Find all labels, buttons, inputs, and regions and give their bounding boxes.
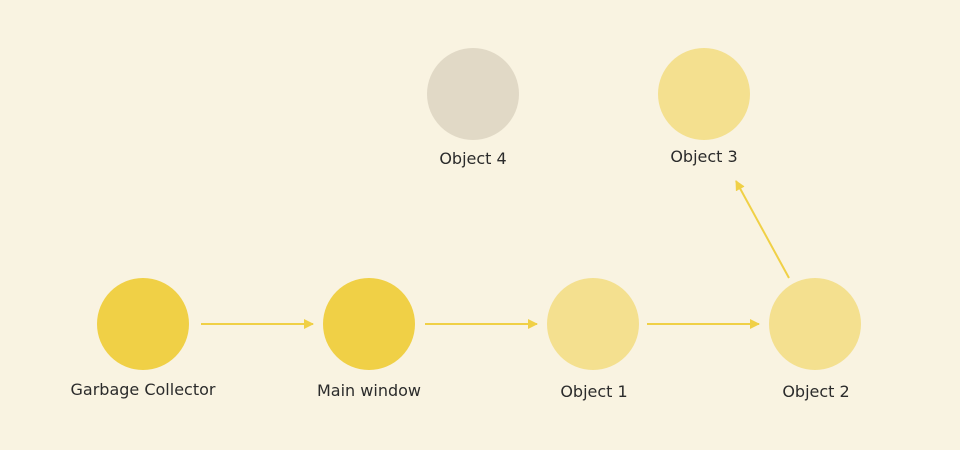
node-object-1[interactable]: Object 1 (547, 278, 639, 401)
node-label: Object 4 (439, 149, 506, 168)
node-circle (97, 278, 189, 370)
node-label: Object 1 (560, 382, 627, 401)
node-object-3[interactable]: Object 3 (658, 48, 750, 166)
node-circle (427, 48, 519, 140)
node-circle (323, 278, 415, 370)
node-circle (547, 278, 639, 370)
node-label: Main window (317, 381, 421, 400)
edge-object-2-to-object-3 (735, 180, 790, 279)
node-circle (769, 278, 861, 370)
edges (201, 180, 790, 329)
node-garbage-collector[interactable]: Garbage Collector (71, 278, 216, 399)
node-object-4[interactable]: Object 4 (427, 48, 519, 168)
node-object-2[interactable]: Object 2 (769, 278, 861, 401)
node-label: Object 3 (670, 147, 737, 166)
node-circle (658, 48, 750, 140)
node-label: Garbage Collector (71, 380, 216, 399)
node-label: Object 2 (782, 382, 849, 401)
node-main-window[interactable]: Main window (317, 278, 421, 400)
